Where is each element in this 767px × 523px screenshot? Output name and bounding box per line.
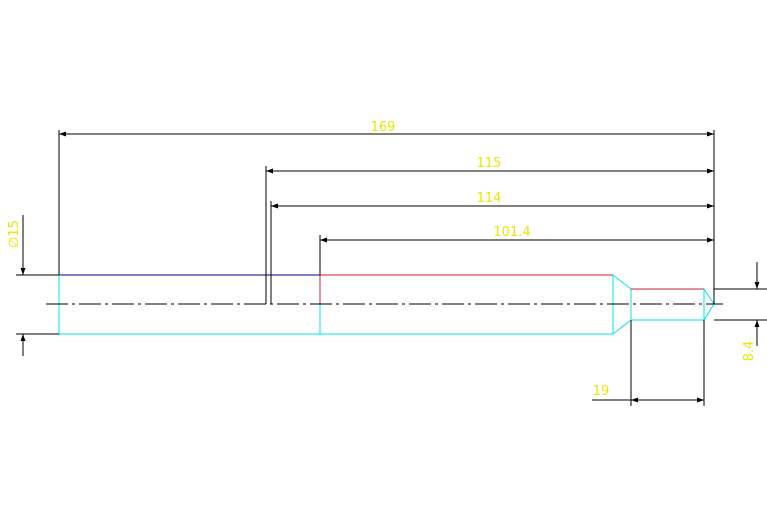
shaft-part: [58, 274, 715, 335]
dim-text-diameter: ∅15: [7, 220, 22, 248]
dimension-labels: 169 115 114 101.4 ∅15 8.4 19: [7, 120, 757, 399]
dim-text-tip-diameter: 8.4: [742, 341, 757, 362]
taper-top-edge: [612, 274, 632, 290]
dim-text-19: 19: [593, 384, 610, 399]
dim-text-115: 115: [477, 156, 502, 171]
dim-text-101-4: 101.4: [493, 225, 530, 240]
tip-chamfer-top: [703, 288, 715, 305]
dim-text-114: 114: [477, 191, 502, 206]
dimension-lines: [16, 130, 767, 406]
dim-text-169: 169: [371, 120, 396, 135]
tip-chamfer-bottom: [703, 303, 715, 321]
taper-bottom-edge: [612, 319, 632, 335]
